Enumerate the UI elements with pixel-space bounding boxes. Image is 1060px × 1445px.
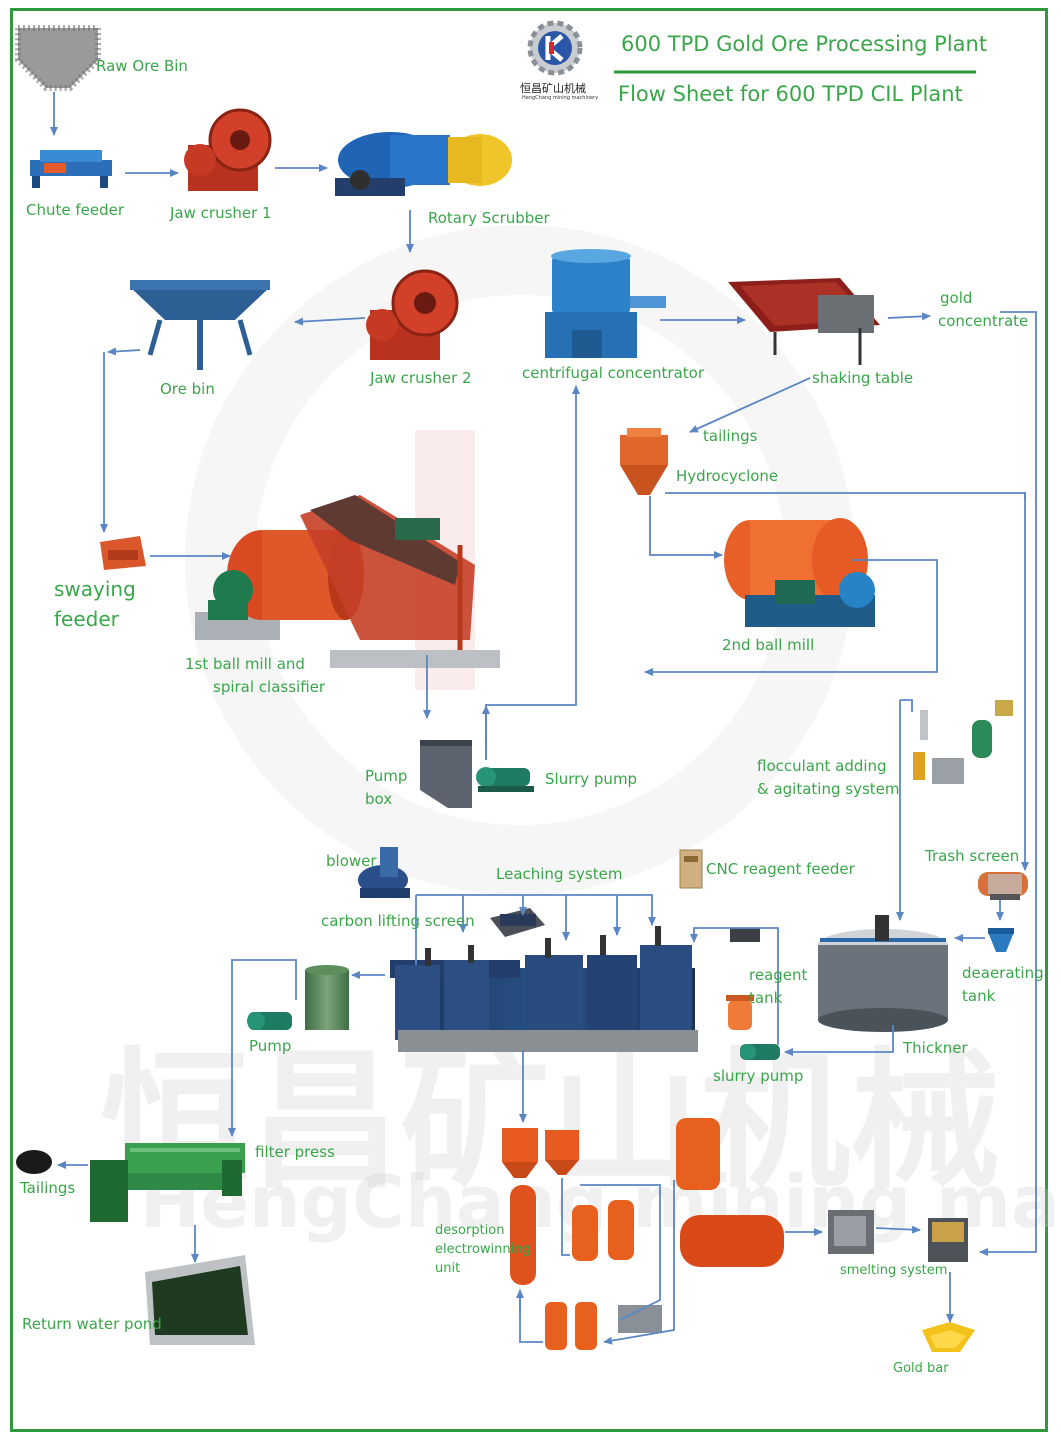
flow-arrows xyxy=(50,92,1037,1345)
reagent-tank-icon xyxy=(726,928,760,1030)
blower-icon xyxy=(358,847,410,898)
cnc-reagent-feeder-icon xyxy=(679,849,703,889)
label-return-water-pond: Return water pond xyxy=(22,1315,162,1333)
leaching-tanks-icon xyxy=(390,926,698,1052)
chute-feeder-icon xyxy=(30,150,112,188)
tailings-pile-icon xyxy=(16,1150,52,1174)
label-desorption-3: unit xyxy=(435,1261,461,1276)
shaking-table-icon xyxy=(728,278,880,365)
ore-bin-icon xyxy=(130,280,270,370)
label-blower: blower xyxy=(326,852,377,870)
label-flocculant-1: flocculant adding xyxy=(757,757,887,775)
ball-mill-2-icon xyxy=(724,518,875,627)
diagram-title: 600 TPD Gold Ore Processing Plant xyxy=(621,32,988,56)
label-pump: Pump xyxy=(249,1037,292,1055)
label-raw-ore-bin: Raw Ore Bin xyxy=(96,57,188,75)
label-ball-mill-2: 2nd ball mill xyxy=(722,636,815,654)
slurry-pump-top-icon xyxy=(476,767,534,792)
label-ball-mill-1-line1: 1st ball mill and xyxy=(185,655,305,673)
label-jaw-crusher-1: Jaw crusher 1 xyxy=(170,204,272,222)
label-slurry-pump-bottom: slurry pump xyxy=(713,1067,804,1085)
label-hydrocyclone: Hydrocyclone xyxy=(676,467,779,485)
carbon-lifting-screen-icon xyxy=(490,908,545,937)
logo-english-name: HengChang mining machinery xyxy=(522,95,599,101)
label-gold-bar: Gold bar xyxy=(893,1361,949,1376)
pump-box-icon xyxy=(420,740,472,808)
label-gold: gold xyxy=(940,289,973,307)
slurry-pump-bottom-icon xyxy=(740,1044,780,1060)
label-centrifugal-concentrator: centrifugal concentrator xyxy=(522,364,705,382)
label-swaying: swaying xyxy=(54,577,136,601)
label-slurry-pump-top: Slurry pump xyxy=(545,770,638,788)
label-jaw-crusher-2: Jaw crusher 2 xyxy=(370,369,472,387)
label-ball-mill-1-line2: spiral classifier xyxy=(213,678,326,696)
flocculant-system-icon xyxy=(913,700,1013,784)
label-reagent-tank: tank xyxy=(749,989,783,1007)
deaerating-tank-icon xyxy=(988,928,1014,952)
label-thickner: Thickner xyxy=(903,1039,968,1057)
raw-ore-bin-icon xyxy=(15,25,101,91)
label-deaerating-tank: tank xyxy=(962,987,996,1005)
label-desorption-2: electrowinning xyxy=(435,1242,531,1257)
return-water-pond-icon xyxy=(145,1255,255,1345)
centrifugal-concentrator-icon xyxy=(545,249,666,358)
label-smelting-system: smelting system xyxy=(840,1263,948,1278)
swaying-feeder-icon xyxy=(100,536,146,570)
thickener-icon xyxy=(818,915,948,1032)
diagram-frame xyxy=(10,8,1048,1432)
label-chute-feeder: Chute feeder xyxy=(26,201,125,219)
label-pump-box-1: Pump xyxy=(365,767,408,785)
pump-icon xyxy=(247,965,349,1030)
label-cnc-reagent-feeder: CNC reagent feeder xyxy=(706,860,855,878)
gold-bar-icon xyxy=(922,1322,975,1352)
logo-chinese-name: 恒昌矿山机械 xyxy=(520,82,586,95)
diagram-subtitle: Flow Sheet for 600 TPD CIL Plant xyxy=(618,82,963,106)
label-concentrate: concentrate xyxy=(938,312,1029,330)
rotary-scrubber-icon xyxy=(335,132,512,196)
filter-press-icon xyxy=(90,1143,245,1222)
label-tailings-bottom: Tailings xyxy=(20,1179,76,1197)
hydrocyclone-icon xyxy=(620,428,668,495)
label-reagent: reagent xyxy=(749,966,808,984)
label-leaching-system: Leaching system xyxy=(496,865,623,883)
label-carbon-lifting-screen: carbon lifting screen xyxy=(321,912,475,930)
trash-screen-icon xyxy=(978,872,1028,900)
label-flocculant-2: & agitating system xyxy=(757,780,900,798)
label-feeder: feeder xyxy=(54,607,119,631)
ball-mill-1-and-spiral-classifier-icon xyxy=(195,495,500,668)
label-shaking-table: shaking table xyxy=(812,369,914,387)
label-desorption-1: desorption xyxy=(435,1223,505,1238)
label-deaerating: deaerating xyxy=(962,964,1044,982)
label-tailings-top: tailings xyxy=(703,427,758,445)
label-rotary-scrubber: Rotary Scrubber xyxy=(428,209,550,227)
label-pump-box-2: box xyxy=(365,790,393,808)
label-ore-bin: Ore bin xyxy=(160,380,215,398)
desorption-electrowinning-unit-icon xyxy=(502,1118,784,1350)
jaw-crusher-1-icon xyxy=(184,108,272,191)
jaw-crusher-2-icon xyxy=(366,269,459,360)
label-trash-screen: Trash screen xyxy=(925,847,1020,865)
label-filter-press: filter press xyxy=(255,1143,335,1161)
company-logo xyxy=(527,20,583,76)
watermark-cn: 恒昌矿山机械 xyxy=(100,1035,1001,1209)
smelting-system-icon xyxy=(828,1210,968,1262)
